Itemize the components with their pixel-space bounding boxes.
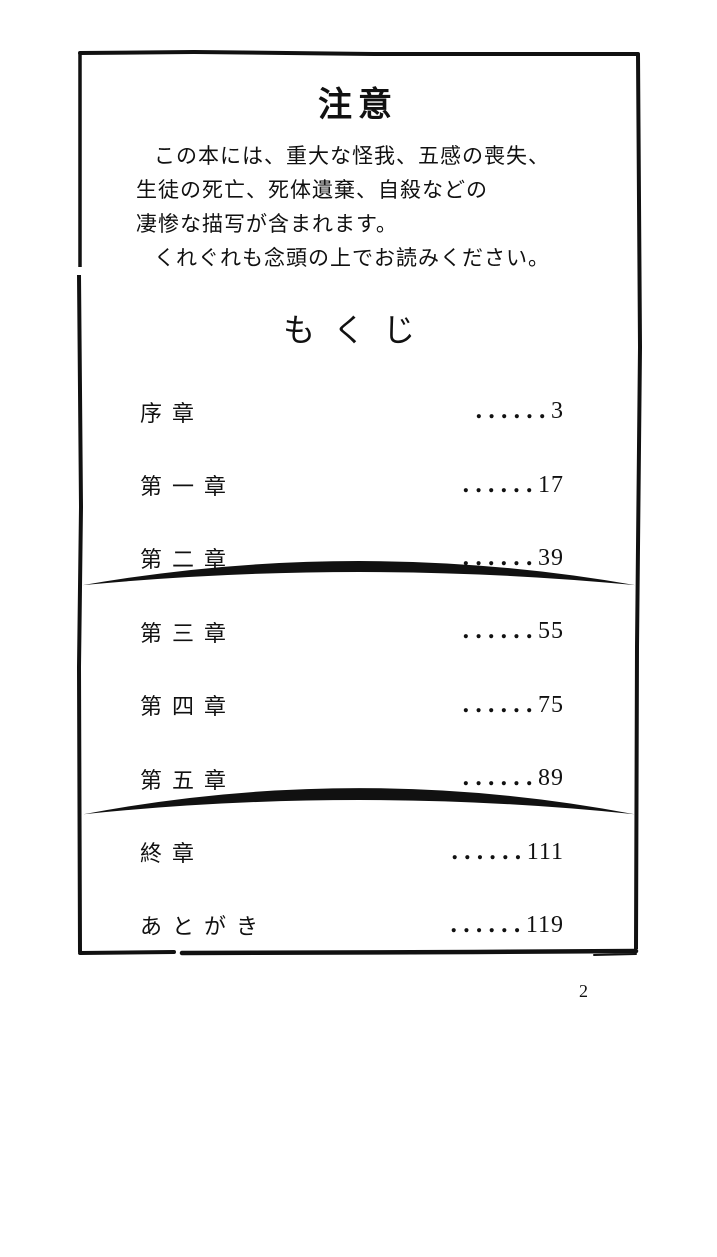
notice-line: 生徒の死亡、死体遺棄、自殺などの <box>136 178 488 202</box>
notice-line: 凄惨な描写が含まれます。 <box>136 212 398 236</box>
toc-leader-dots: ...... <box>450 838 527 865</box>
toc-entry-afterword[interactable]: あとがき ...... 119 <box>140 889 564 962</box>
toc-leader-dots: ...... <box>462 471 538 498</box>
notice-body: この本には、重大な怪我、五感の喪失、 生徒の死亡、死体遺棄、自殺などの 凄惨な描… <box>136 139 596 275</box>
page-frame: 注意 この本には、重大な怪我、五感の喪失、 生徒の死亡、死体遺棄、自殺などの 凄… <box>76 49 643 956</box>
toc-entry-chapter-3[interactable]: 第三章 ...... 55 <box>140 595 564 668</box>
notice-title: 注意 <box>318 85 398 125</box>
toc-entry-title: 第一章 <box>140 475 237 501</box>
toc-leader-dots: ...... <box>449 911 526 938</box>
toc-entry-page: 75 <box>538 691 564 718</box>
toc-entry-page: 111 <box>526 838 564 865</box>
toc-leader-dots: ...... <box>462 691 538 718</box>
toc-leader-dots: ...... <box>462 765 538 792</box>
toc-entry-title: 終章 <box>140 842 205 868</box>
toc-entry-chapter-5[interactable]: 第五章 ...... 89 <box>140 742 564 815</box>
toc-entry-page: 119 <box>525 911 564 938</box>
toc-entry-chapter-2[interactable]: 第二章 ...... 39 <box>140 522 564 595</box>
toc-title: もくじ <box>282 311 433 349</box>
toc-title-underline <box>80 349 636 815</box>
notice-line: くれぐれも念頭の上でお読みください。 <box>154 246 550 270</box>
toc-entry-chapter-1[interactable]: 第一章 ...... 17 <box>140 448 564 521</box>
toc-entry-title: 序章 <box>140 401 205 427</box>
toc-entry-page: 17 <box>538 471 564 498</box>
toc-entry-epilogue[interactable]: 終章 ...... 111 <box>140 815 564 888</box>
toc-leader-dots: ...... <box>462 544 538 571</box>
toc-entry-title: 第二章 <box>140 548 237 574</box>
toc-entry-title: 第四章 <box>140 695 237 721</box>
table-of-contents: 序章 ...... 3 第一章 ...... 17 第二章 ...... 39 … <box>140 375 564 962</box>
notice-title-underline <box>80 121 636 586</box>
toc-leader-dots: ...... <box>475 398 551 425</box>
toc-entry-prologue[interactable]: 序章 ...... 3 <box>140 375 564 448</box>
toc-entry-page: 89 <box>538 765 564 792</box>
toc-entry-title: 第三章 <box>140 621 237 647</box>
toc-leader-dots: ...... <box>462 618 538 645</box>
toc-entry-page: 3 <box>551 398 564 425</box>
toc-entry-page: 55 <box>538 618 564 645</box>
hand-drawn-border <box>76 49 643 956</box>
toc-entry-page: 39 <box>538 544 564 571</box>
toc-entry-title: 第五章 <box>140 768 237 794</box>
page-number: 2 <box>579 981 588 1001</box>
toc-entry-title: あとがき <box>140 915 269 941</box>
toc-entry-chapter-4[interactable]: 第四章 ...... 75 <box>140 669 564 742</box>
notice-line: この本には、重大な怪我、五感の喪失、 <box>154 144 550 168</box>
